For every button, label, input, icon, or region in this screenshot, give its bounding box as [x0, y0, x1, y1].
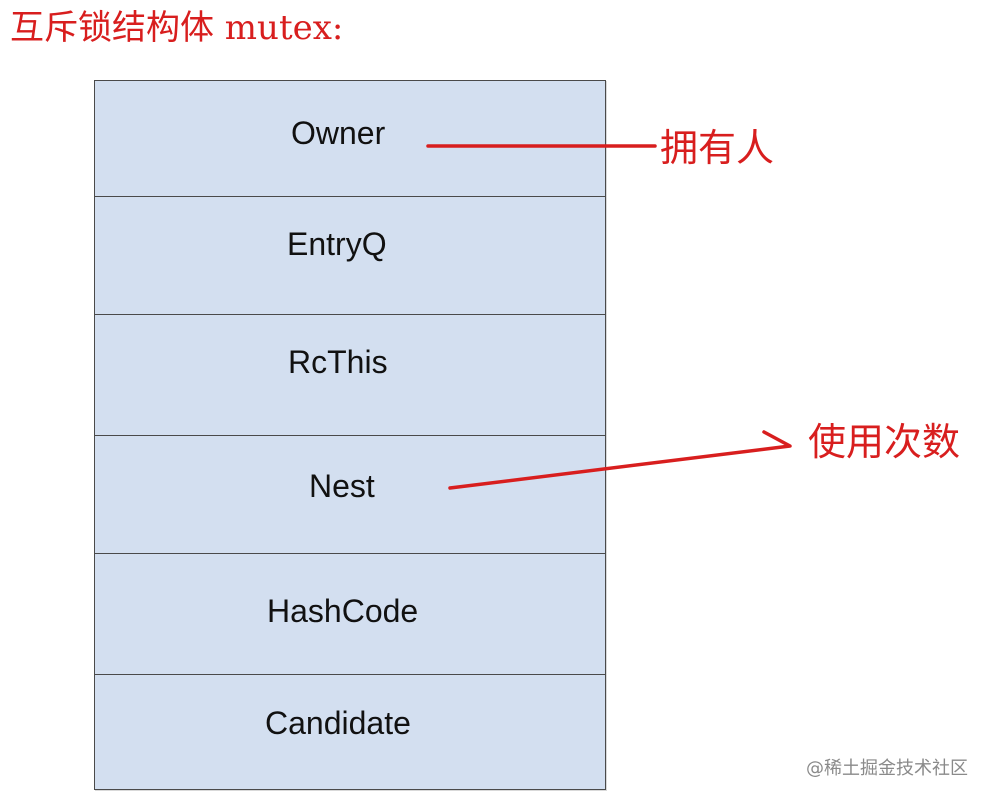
field-nest: Nest: [95, 436, 605, 554]
field-label-candidate: Candidate: [265, 705, 411, 741]
field-label-owner: Owner: [291, 115, 386, 151]
field-label-nest: Nest: [309, 468, 375, 504]
field-hashcode: HashCode: [95, 554, 605, 675]
field-owner: Owner: [95, 81, 605, 197]
field-candidate: Candidate: [95, 675, 605, 789]
field-label-hashcode: HashCode: [267, 593, 419, 629]
watermark: @稀土掘金技术社区: [806, 758, 968, 779]
field-rcthis: RcThis: [95, 315, 605, 436]
annotation-nest: 使用次数: [808, 420, 961, 464]
field-entryq: EntryQ: [95, 197, 605, 315]
diagram-title: 互斥锁结构体 mutex:: [10, 8, 344, 48]
field-label-rcthis: RcThis: [288, 344, 388, 380]
field-label-entryq: EntryQ: [287, 226, 387, 262]
annotation-owner: 拥有人: [660, 126, 775, 170]
mutex-struct-box: Owner EntryQ RcThis Nest HashCode Candid…: [94, 80, 606, 790]
